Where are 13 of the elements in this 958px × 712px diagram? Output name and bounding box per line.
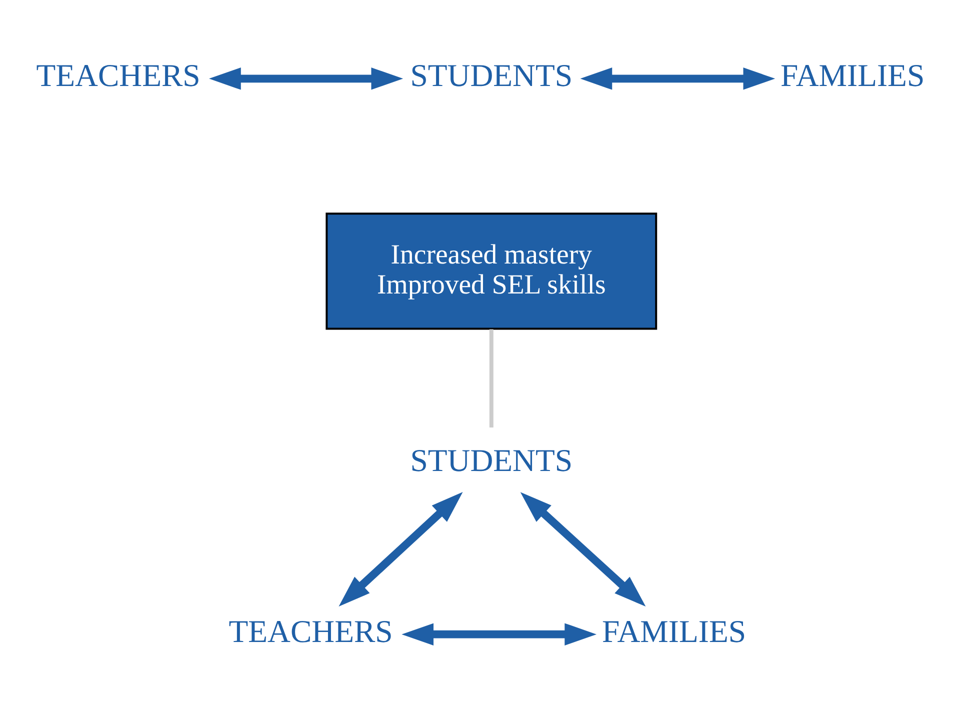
node-box: Increased mastery Improved SEL skills: [326, 212, 658, 330]
arrow: [402, 622, 597, 645]
node-text: STUDENTS: [410, 58, 573, 93]
connector: [489, 328, 494, 427]
arrow: [520, 492, 646, 606]
node-text: STUDENTS: [410, 442, 573, 478]
node-text: FAMILIES: [602, 613, 746, 648]
arrow: [209, 67, 404, 90]
arrow: [580, 67, 776, 90]
node-text: FAMILIES: [780, 58, 925, 93]
node-text: TEACHERS: [228, 613, 393, 648]
node-text: TEACHERS: [36, 58, 200, 93]
arrow: [338, 492, 463, 606]
